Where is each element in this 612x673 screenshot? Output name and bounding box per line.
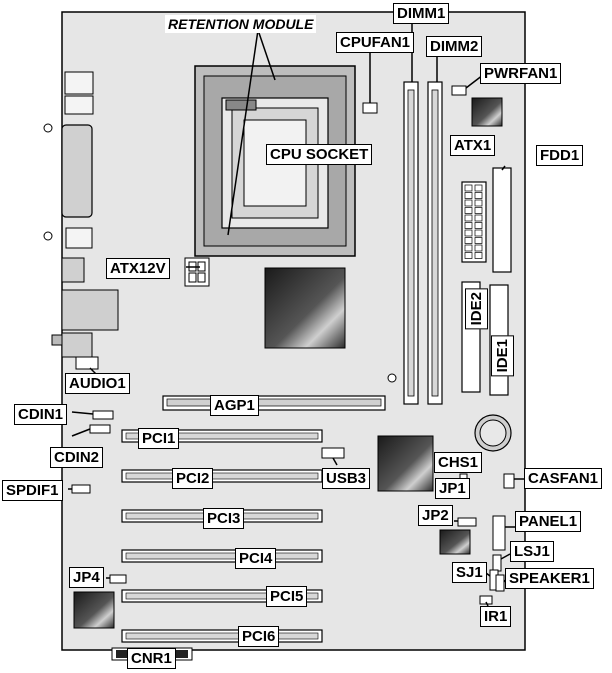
label-fdd1: FDD1: [536, 145, 584, 166]
atx1-pin: [464, 192, 473, 199]
jp2-jumper: [457, 517, 477, 527]
spdif1-header: [71, 484, 91, 494]
io-ps2-bottom: [64, 95, 94, 115]
usb3-header: [321, 447, 345, 459]
io-ps2-top: [64, 71, 94, 95]
lsj1-header: [492, 554, 502, 572]
pci4-slot-contacts: [125, 552, 319, 560]
label-dimm2: DIMM2: [426, 36, 483, 57]
label-jp1: JP1: [435, 478, 470, 499]
atx1-pin: [474, 199, 483, 207]
audio1-header: [75, 356, 99, 370]
pci2-slot-contacts: [125, 472, 319, 480]
atx1-pin: [464, 244, 473, 252]
io-parallel-port: [61, 124, 93, 218]
label-lsj1: LSJ1: [510, 541, 554, 562]
atx1-pin: [464, 199, 473, 207]
pci6-slot-contacts: [125, 632, 319, 640]
pwrfan1-header: [451, 85, 467, 96]
label-sj1: SJ1: [452, 562, 487, 583]
label-pci3: PCI3: [203, 508, 245, 529]
io-lan-port: [61, 289, 119, 331]
atx1-pin: [464, 252, 473, 259]
atx1-pin: [474, 214, 483, 222]
fdd1-connector: [492, 167, 512, 273]
atx1-pin: [474, 229, 483, 237]
io-usb-port: [61, 257, 85, 283]
atx1-pin: [474, 192, 483, 199]
label-atx12v: ATX12V: [106, 258, 170, 279]
cpufan1-header: [362, 102, 378, 114]
atx1-pin: [464, 237, 473, 244]
label-cpufan1: CPUFAN1: [336, 32, 415, 53]
io-serial-port: [65, 227, 93, 249]
label-cdin1: CDIN1: [14, 404, 68, 425]
north-bridge-chip: [264, 267, 346, 349]
label-jp4: JP4: [69, 567, 104, 588]
pci5-slot-contacts: [125, 592, 319, 600]
label-speaker1: SPEAKER1: [505, 568, 594, 589]
panel1-header: [492, 515, 506, 551]
label-cdin2: CDIN2: [50, 447, 104, 468]
label-retention-module: RETENTION MODULE: [165, 15, 317, 33]
jp4-jumper: [109, 574, 127, 584]
ir1-header: [479, 595, 493, 605]
south-bridge-chip: [377, 435, 434, 492]
atx1-pin: [474, 252, 483, 259]
label-pci6: PCI6: [238, 626, 280, 647]
label-chs1: CHS1: [434, 452, 483, 473]
atx1-pin: [464, 214, 473, 222]
label-pci1: PCI1: [138, 428, 180, 449]
label-casfan1: CASFAN1: [524, 468, 603, 489]
atx1-pin: [474, 244, 483, 252]
audio-codec-chip: [73, 591, 115, 629]
speaker1-header: [495, 574, 505, 592]
atx1-pin: [464, 229, 473, 237]
atx1-pin: [474, 237, 483, 244]
atx1-pin: [464, 222, 473, 229]
label-ide1: IDE1: [491, 335, 514, 377]
label-usb3: USB3: [322, 468, 371, 489]
cdin2-header: [89, 424, 111, 434]
label-ir1: IR1: [480, 606, 512, 627]
atx1-pin: [474, 184, 483, 192]
casfan1-header: [503, 473, 515, 489]
label-audio1: AUDIO1: [65, 373, 130, 394]
atx1-pin: [474, 207, 483, 214]
label-ide2: IDE2: [465, 288, 488, 330]
io-audio-jacks: [61, 332, 93, 358]
pci1-slot-contacts: [125, 432, 319, 440]
atx1-pin: [474, 222, 483, 229]
label-dimm1: DIMM1: [393, 3, 450, 24]
label-pwrfan1: PWRFAN1: [480, 63, 562, 84]
label-jp2: JP2: [418, 505, 453, 526]
label-pci5: PCI5: [266, 586, 308, 607]
label-atx1: ATX1: [450, 135, 496, 156]
label-cpu-socket: CPU SOCKET: [266, 144, 373, 165]
atx1-pin: [464, 207, 473, 214]
label-panel1: PANEL1: [515, 511, 582, 532]
label-agp1: AGP1: [210, 395, 259, 416]
label-pci2: PCI2: [172, 468, 214, 489]
label-pci4: PCI4: [235, 548, 277, 569]
atx1-pin: [464, 184, 473, 192]
label-cnr1: CNR1: [127, 648, 176, 669]
cdin1-header: [92, 410, 114, 420]
label-spdif1: SPDIF1: [2, 480, 63, 501]
